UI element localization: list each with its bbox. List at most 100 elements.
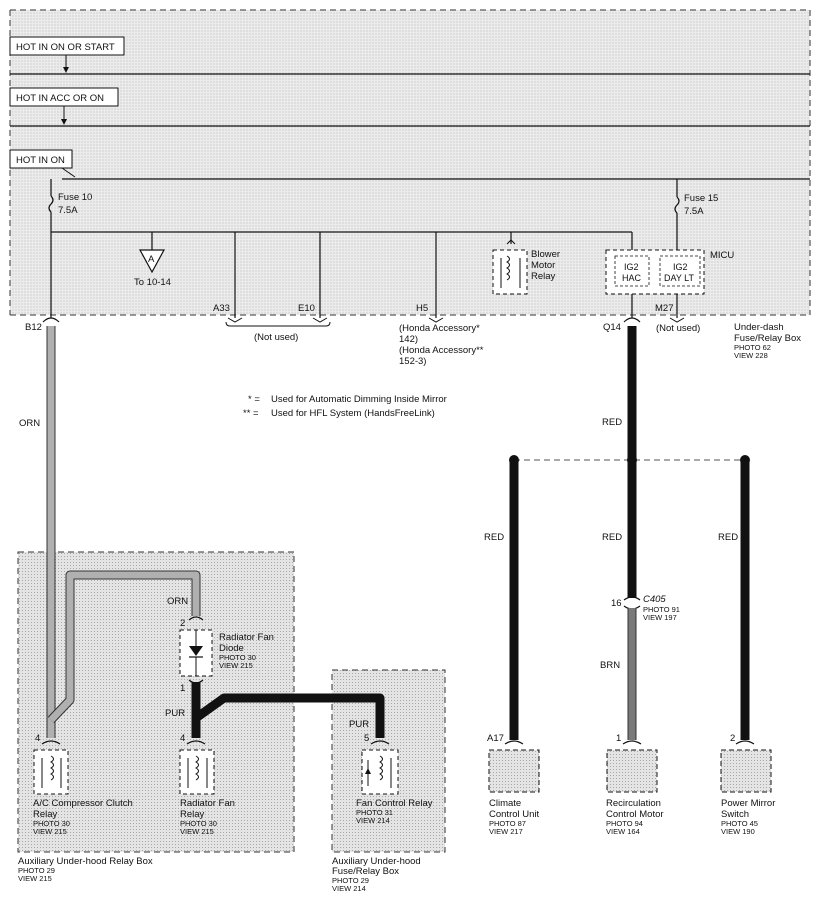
- svg-text:Under-dash: Under-dash: [734, 322, 784, 333]
- svg-text:1: 1: [180, 683, 185, 694]
- svg-text:VIEW 215: VIEW 215: [33, 827, 67, 836]
- svg-text:RED: RED: [718, 532, 738, 543]
- svg-text:A/C Compressor Clutch: A/C Compressor Clutch: [33, 798, 133, 809]
- svg-text:4: 4: [35, 733, 40, 744]
- svg-text:Auxiliary Under-hood Relay Box: Auxiliary Under-hood Relay Box: [18, 856, 153, 867]
- svg-text:M27: M27: [655, 303, 673, 314]
- svg-text:VIEW 215: VIEW 215: [219, 661, 253, 670]
- svg-text:IG2: IG2: [624, 262, 639, 272]
- svg-text:PHOTO 30: PHOTO 30: [33, 819, 70, 828]
- orn-wire: ORN ORN: [19, 326, 201, 738]
- svg-text:7.5A: 7.5A: [684, 206, 704, 217]
- svg-text:1: 1: [616, 733, 621, 744]
- svg-text:16: 16: [611, 598, 622, 609]
- svg-text:Power Mirror: Power Mirror: [721, 798, 775, 809]
- red-wire-left: RED: [484, 460, 519, 740]
- svg-text:PHOTO 30: PHOTO 30: [180, 819, 217, 828]
- svg-text:PHOTO 94: PHOTO 94: [606, 819, 643, 828]
- svg-text:2: 2: [180, 618, 185, 629]
- svg-text:Relay: Relay: [180, 809, 205, 820]
- svg-text:PHOTO 87: PHOTO 87: [489, 819, 526, 828]
- svg-text:A17: A17: [487, 733, 504, 744]
- svg-text:E10: E10: [298, 303, 315, 314]
- svg-text:VIEW 197: VIEW 197: [643, 613, 677, 622]
- svg-text:Control Unit: Control Unit: [489, 809, 540, 820]
- svg-text:HAC: HAC: [622, 273, 642, 283]
- svg-text:PUR: PUR: [349, 719, 369, 730]
- brn-wire: BRN: [600, 608, 637, 740]
- svg-text:VIEW 215: VIEW 215: [18, 874, 52, 883]
- svg-text:PHOTO 29: PHOTO 29: [18, 866, 55, 875]
- svg-text:Radiator Fan: Radiator Fan: [219, 632, 274, 643]
- svg-text:HOT IN ACC OR ON: HOT IN ACC OR ON: [16, 93, 104, 104]
- fuse-15: Fuse 15 7.5A: [674, 179, 718, 252]
- svg-text:H5: H5: [416, 303, 428, 314]
- svg-text:B12: B12: [25, 322, 42, 333]
- svg-text:VIEW 214: VIEW 214: [332, 884, 366, 893]
- svg-text:(Honda Accessory*: (Honda Accessory*: [399, 323, 480, 334]
- svg-text:PUR: PUR: [165, 708, 185, 719]
- red-wire-right: RED: [718, 460, 750, 740]
- svg-text:ORN: ORN: [19, 418, 40, 429]
- svg-text:ORN: ORN: [167, 596, 188, 607]
- svg-text:A33: A33: [213, 303, 230, 314]
- radiator-fan-relay: 4 Radiator Fan Relay PHOTO 30 VIEW 215: [179, 733, 235, 836]
- blower-motor-relay: Blower Motor Relay: [492, 239, 560, 295]
- svg-text:Diode: Diode: [219, 643, 244, 654]
- ac-compressor-clutch-relay: 4 A/C Compressor Clutch Relay PHOTO 30 V…: [33, 733, 133, 836]
- svg-text:(Honda Accessory**: (Honda Accessory**: [399, 345, 484, 356]
- svg-text:Fuse 15: Fuse 15: [684, 193, 718, 204]
- svg-text:Relay: Relay: [531, 271, 556, 282]
- svg-text:VIEW 190: VIEW 190: [721, 827, 755, 836]
- radiator-fan-diode: 2 1 Radiator Fan Diode PHOTO 30 VIEW 215: [179, 616, 274, 694]
- svg-text:Used for HFL System (HandsFree: Used for HFL System (HandsFreeLink): [271, 408, 435, 419]
- svg-text:Fuse 10: Fuse 10: [58, 192, 92, 203]
- svg-text:Motor: Motor: [531, 260, 555, 271]
- svg-text:Radiator Fan: Radiator Fan: [180, 798, 235, 809]
- svg-text:Blower: Blower: [531, 249, 560, 260]
- svg-text:Fan Control Relay: Fan Control Relay: [356, 798, 433, 809]
- svg-text:2: 2: [730, 733, 735, 744]
- red-wire-middle: RED: [602, 460, 637, 598]
- svg-text:Relay: Relay: [33, 809, 58, 820]
- svg-text:Recirculation: Recirculation: [606, 798, 661, 809]
- svg-text:VIEW 164: VIEW 164: [606, 827, 640, 836]
- fuse10-distribution: [50, 231, 633, 318]
- svg-text:Auxiliary Under-hood: Auxiliary Under-hood: [332, 856, 421, 867]
- svg-text:RED: RED: [602, 532, 622, 543]
- terminal-stubs: [42, 317, 685, 323]
- svg-text:HOT IN ON: HOT IN ON: [16, 155, 65, 166]
- svg-text:Fuse/Relay Box: Fuse/Relay Box: [734, 333, 801, 344]
- fan-control-relay: 5 Fan Control Relay PHOTO 31 VIEW 214: [356, 733, 433, 825]
- svg-text:PHOTO 29: PHOTO 29: [332, 876, 369, 885]
- svg-text:PHOTO 62: PHOTO 62: [734, 343, 771, 352]
- svg-text:** =: ** =: [243, 408, 259, 419]
- svg-text:152-3): 152-3): [399, 356, 426, 367]
- svg-text:VIEW 215: VIEW 215: [180, 827, 214, 836]
- svg-text:Q14: Q14: [603, 322, 621, 333]
- svg-text:Switch: Switch: [721, 809, 749, 820]
- underdash-fuse-box-label: Under-dash Fuse/Relay Box PHOTO 62 VIEW …: [734, 322, 801, 360]
- svg-text:* =: * =: [248, 394, 260, 405]
- svg-text:VIEW 228: VIEW 228: [734, 351, 768, 360]
- svg-text:VIEW 217: VIEW 217: [489, 827, 523, 836]
- svg-text:A: A: [148, 254, 155, 265]
- micu: MICU IG2 HAC IG2 DAY LT: [605, 249, 734, 318]
- recirculation-control-motor: 1 Recirculation Control Motor PHOTO 94 V…: [606, 733, 664, 836]
- svg-text:(Not used): (Not used): [254, 332, 298, 343]
- svg-text:PHOTO 31: PHOTO 31: [356, 808, 393, 817]
- svg-text:IG2: IG2: [673, 262, 688, 272]
- svg-text:(Not used): (Not used): [656, 323, 700, 334]
- svg-text:142): 142): [399, 334, 418, 345]
- svg-text:BRN: BRN: [600, 660, 620, 671]
- svg-text:C405: C405: [643, 594, 666, 605]
- svg-text:5: 5: [364, 733, 369, 744]
- climate-control-unit: A17 Climate Control Unit PHOTO 87 VIEW 2…: [487, 733, 540, 836]
- svg-text:VIEW 214: VIEW 214: [356, 816, 390, 825]
- svg-text:RED: RED: [484, 532, 504, 543]
- svg-text:HOT IN ON OR START: HOT IN ON OR START: [16, 42, 115, 53]
- fuse-10: Fuse 10 7.5A: [48, 179, 92, 232]
- svg-text:Used for Automatic Dimming Ins: Used for Automatic Dimming Inside Mirror: [271, 394, 447, 405]
- svg-text:RED: RED: [602, 417, 622, 428]
